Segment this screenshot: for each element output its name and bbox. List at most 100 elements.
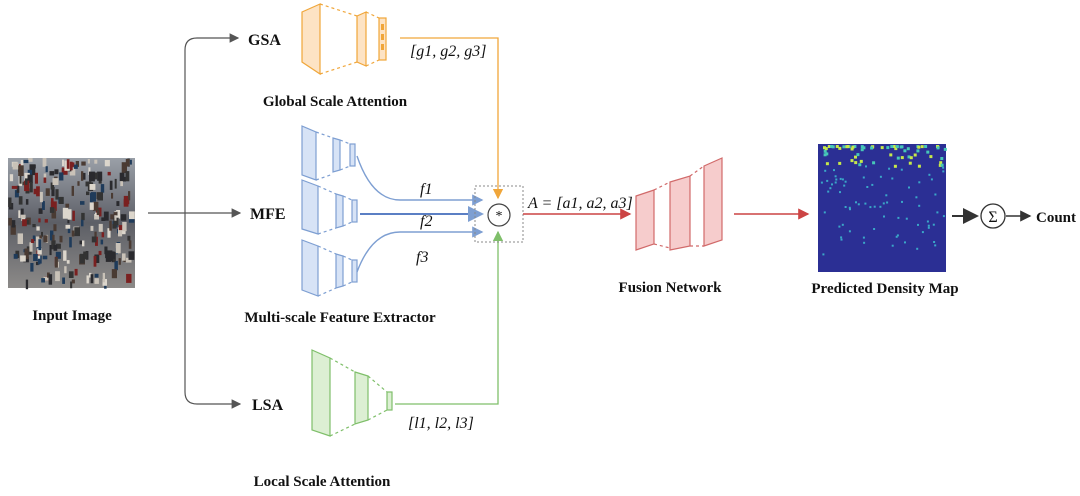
crowd-texture bbox=[14, 190, 19, 198]
crowd-texture bbox=[34, 172, 38, 184]
density-texture bbox=[835, 145, 839, 148]
density-texture bbox=[824, 169, 827, 172]
crowd-texture bbox=[125, 171, 130, 182]
density-texture bbox=[939, 161, 943, 165]
f3-label: f3 bbox=[416, 249, 428, 266]
density-map bbox=[818, 144, 947, 272]
lsa-network bbox=[311, 349, 393, 437]
density-texture bbox=[851, 145, 855, 149]
density-texture bbox=[854, 155, 857, 159]
crowd-texture bbox=[51, 240, 56, 250]
density-texture bbox=[897, 216, 900, 219]
density-texture bbox=[833, 169, 835, 172]
crowd-texture bbox=[67, 228, 71, 234]
density-texture bbox=[894, 147, 898, 151]
density-texture bbox=[927, 224, 930, 227]
crowd-texture bbox=[85, 181, 92, 187]
density-texture bbox=[934, 244, 937, 247]
input-image-label: Input Image bbox=[32, 308, 112, 324]
density-texture bbox=[924, 145, 928, 148]
density-texture bbox=[892, 145, 896, 148]
density-texture bbox=[917, 145, 921, 149]
density-texture bbox=[860, 148, 864, 152]
crowd-texture bbox=[33, 188, 38, 195]
crowd-texture bbox=[26, 220, 30, 225]
crowd-texture bbox=[119, 172, 125, 182]
crowd-texture bbox=[102, 279, 107, 286]
density-texture bbox=[886, 146, 890, 150]
crowd-texture bbox=[8, 197, 12, 208]
crowd-texture bbox=[127, 235, 131, 241]
density-texture bbox=[904, 241, 906, 244]
lsa-arrow bbox=[395, 230, 504, 405]
crowd-texture bbox=[94, 231, 97, 237]
crowd-texture bbox=[114, 178, 117, 189]
density-texture bbox=[831, 183, 833, 186]
crowd-texture bbox=[75, 161, 79, 167]
crowd-texture bbox=[69, 237, 72, 248]
density-texture bbox=[895, 235, 898, 238]
density-texture bbox=[873, 205, 876, 208]
density-label: Predicted Density Map bbox=[811, 281, 958, 297]
f1-label: f1 bbox=[420, 181, 432, 198]
crowd-texture bbox=[92, 201, 99, 211]
crowd-texture bbox=[94, 214, 99, 220]
crowd-texture bbox=[45, 188, 50, 196]
density-texture bbox=[901, 200, 903, 203]
crowd-texture bbox=[13, 253, 18, 259]
density-texture bbox=[823, 211, 826, 214]
density-texture bbox=[900, 156, 904, 160]
density-texture bbox=[841, 178, 844, 181]
crowd-texture bbox=[36, 261, 39, 266]
crowd-texture bbox=[45, 166, 48, 173]
density-texture bbox=[885, 194, 888, 197]
density-texture bbox=[917, 223, 919, 226]
density-texture bbox=[855, 201, 857, 204]
crowd-texture bbox=[112, 224, 117, 229]
crowd-texture bbox=[23, 159, 29, 164]
crowd-texture bbox=[29, 181, 33, 193]
crowd-texture bbox=[87, 159, 90, 164]
density-texture bbox=[850, 147, 854, 151]
density-texture bbox=[934, 193, 937, 196]
crowd-texture bbox=[32, 224, 36, 228]
crowd-texture bbox=[104, 160, 110, 167]
crowd-texture bbox=[39, 235, 42, 239]
crowd-texture bbox=[26, 246, 32, 255]
crowd-texture bbox=[93, 255, 97, 267]
density-texture bbox=[932, 223, 935, 226]
crowd-texture bbox=[17, 233, 23, 244]
density-texture bbox=[933, 241, 936, 243]
crowd-texture bbox=[42, 158, 47, 167]
crowd-texture bbox=[100, 184, 105, 193]
g-vector: [g1, g2, g3] bbox=[410, 43, 486, 60]
crowd-texture bbox=[63, 250, 67, 261]
density-texture bbox=[918, 181, 921, 184]
density-texture bbox=[891, 177, 894, 180]
density-texture bbox=[859, 159, 863, 163]
density-texture bbox=[873, 228, 876, 230]
density-texture bbox=[848, 230, 851, 233]
density-texture bbox=[909, 156, 913, 160]
density-texture bbox=[882, 202, 885, 205]
crowd-texture bbox=[29, 164, 36, 176]
density-texture bbox=[823, 153, 827, 157]
a-vector: A = [a1, a2, a3] bbox=[527, 195, 633, 212]
count-label: Count bbox=[1036, 210, 1076, 226]
density-texture bbox=[942, 215, 945, 218]
density-texture bbox=[824, 147, 828, 151]
density-texture bbox=[895, 145, 899, 149]
density-texture bbox=[928, 173, 931, 176]
crowd-texture bbox=[69, 167, 76, 176]
density-texture bbox=[839, 177, 842, 180]
crowd-texture bbox=[72, 210, 75, 221]
density-texture bbox=[889, 153, 893, 157]
crowd-texture bbox=[101, 217, 106, 221]
density-texture bbox=[905, 217, 908, 220]
crowd-texture bbox=[96, 209, 100, 216]
density-texture bbox=[906, 147, 910, 151]
crowd-texture bbox=[19, 174, 22, 184]
crowd-texture bbox=[24, 180, 30, 192]
density-texture bbox=[926, 150, 930, 154]
density-texture bbox=[917, 164, 921, 168]
